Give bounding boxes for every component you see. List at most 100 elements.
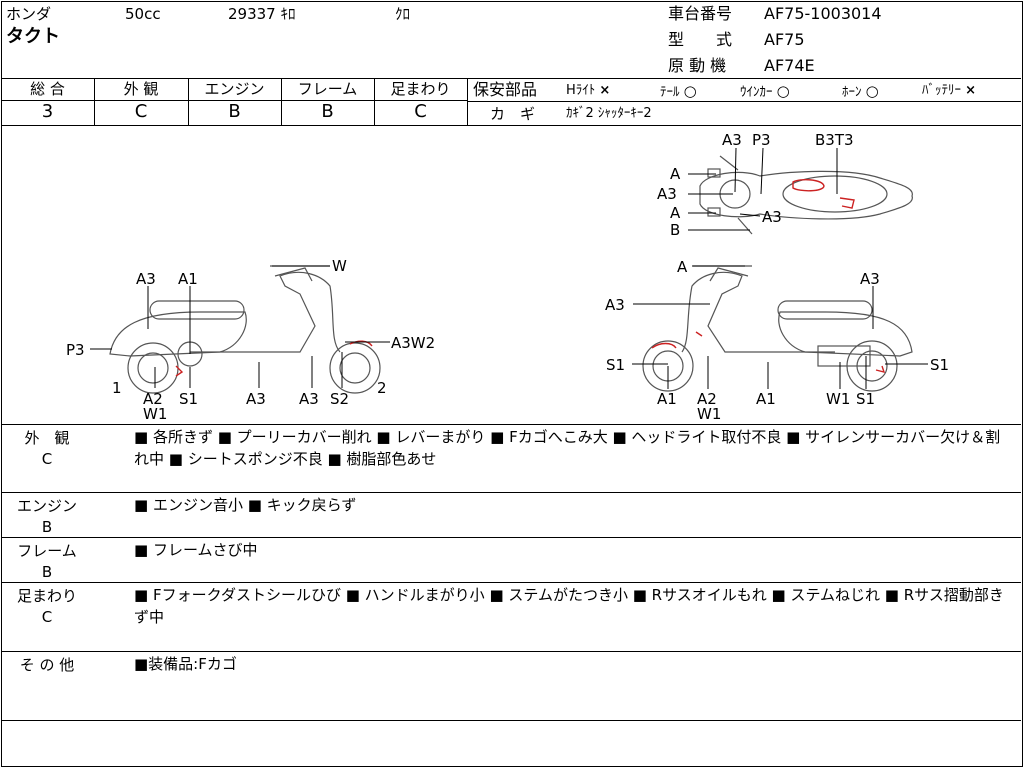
safety-item-name: ﾎｰﾝ	[842, 85, 862, 100]
label-left-w1: W1	[143, 405, 167, 423]
label-right-w1: W1	[826, 390, 850, 408]
label-right-a: A	[677, 258, 688, 276]
label-top-a1: A	[670, 165, 681, 183]
key-value: ｶｷﾞ2 ｼｬｯﾀｰｷｰ2	[566, 106, 652, 121]
safety-battery: ﾊﾞｯﾃﾘｰ ×	[922, 82, 976, 100]
safety-label: 保安部品	[473, 80, 538, 99]
rule	[1, 125, 1021, 126]
label-left-1: 1	[112, 379, 122, 397]
safety-taillight: ﾃｰﾙ ○	[660, 82, 697, 102]
note-suspension-grade: C	[41, 608, 53, 626]
safety-item-name: ﾃｰﾙ	[660, 85, 680, 100]
note-exterior-text: ■ 各所きず ■ プーリーカバー削れ ■ レバーまがり ■ Fカゴへこみ大 ■ …	[134, 428, 1001, 468]
label-left-s1: S1	[179, 390, 198, 408]
safety-item-mark: ○	[683, 82, 697, 100]
type-value: AF75	[764, 30, 805, 49]
maker: ホンダ	[6, 5, 52, 23]
label-right-a3-left: A3	[605, 296, 625, 314]
note-suspension-text: ■ Fフォークダストシールひび ■ ハンドルまがり小 ■ ステムがたつき小 ■ …	[134, 586, 1004, 626]
engine-value: AF74E	[764, 56, 815, 75]
rule	[1, 100, 467, 101]
frame-no-label: 車台番号	[668, 4, 733, 23]
scooter-right-view	[642, 265, 913, 392]
label-top-p3: P3	[752, 131, 771, 149]
grade-suspension-label: 足まわり	[390, 80, 451, 98]
label-left-s2: S2	[330, 390, 349, 408]
rule	[1, 78, 1021, 79]
rule	[1, 492, 1021, 493]
note-other-text: ■装備品:Fカゴ	[134, 655, 237, 673]
rule	[467, 101, 1021, 102]
label-right-w1-front: W1	[697, 405, 721, 423]
leader-lines	[632, 265, 928, 389]
rule	[1, 582, 1021, 583]
label-top-a3-upper: A3	[722, 131, 742, 149]
rule	[188, 78, 189, 125]
label-right-s1-left: S1	[606, 356, 625, 374]
grade-overall-label: 総 合	[30, 80, 65, 98]
model-name: タクト	[6, 26, 60, 47]
note-engine-label: エンジン	[16, 497, 77, 515]
label-top-b: B	[670, 221, 680, 239]
rule	[1, 651, 1021, 652]
damage-mark	[651, 331, 886, 373]
label-left-a3w2: A3W2	[391, 334, 435, 352]
label-left-p3: P3	[66, 341, 85, 359]
rule	[1, 424, 1021, 425]
scooter-top-view	[699, 155, 913, 235]
note-frame-grade: B	[41, 563, 53, 581]
mileage: 29337 ｷﾛ	[228, 5, 296, 23]
grade-engine-value: B	[228, 101, 241, 122]
label-top-a3-right: A3	[762, 208, 782, 226]
engine-label: 原 動 機	[668, 56, 727, 75]
label-left-a1: A1	[178, 270, 198, 288]
label-top-a2: A	[670, 204, 681, 222]
note-suspension-label: 足まわり	[16, 587, 77, 605]
safety-horn: ﾎｰﾝ ○	[842, 82, 879, 102]
safety-headlight: Hﾗｲﾄ ×	[566, 82, 610, 100]
label-right-a3-upper: A3	[860, 270, 880, 288]
rule	[281, 78, 282, 125]
grade-overall-value: 3	[41, 101, 54, 122]
grade-frame-value: B	[321, 101, 334, 122]
damage-mark	[792, 178, 855, 209]
frame-no: AF75-1003014	[764, 4, 882, 23]
damage-diagram: A A3 A3 P3 B3T3 A A3 B W A3 A1 P3 A3W2 1…	[66, 131, 949, 423]
safety-item-mark: ○	[776, 82, 790, 100]
note-exterior-grade: C	[41, 450, 53, 468]
safety-item-mark: ×	[965, 83, 977, 98]
damage-mark	[175, 340, 373, 377]
note-other-label: そ の 他	[19, 656, 75, 674]
grade-frame-label: フレーム	[297, 80, 358, 98]
label-right-a2: A2	[697, 390, 717, 408]
note-exterior-label: 外 観	[24, 429, 70, 447]
safety-item-mark: ○	[865, 82, 879, 100]
label-left-w: W	[332, 257, 347, 275]
note-frame-label: フレーム	[17, 542, 77, 560]
safety-item-name: ｳｲﾝｶｰ	[740, 85, 773, 100]
rule	[374, 78, 375, 125]
grade-exterior-value: C	[134, 101, 148, 122]
safety-winker: ｳｲﾝｶｰ ○	[740, 82, 790, 102]
displacement: 50cc	[125, 5, 161, 23]
leader-lines	[688, 147, 838, 231]
safety-item-name: Hﾗｲﾄ	[566, 83, 596, 98]
label-top-a3-left: A3	[657, 185, 677, 203]
rule	[1, 537, 1021, 538]
label-left-a3-bottom: A3	[246, 390, 266, 408]
grade-suspension-value: C	[414, 101, 427, 122]
leader-lines	[90, 265, 390, 388]
note-engine-grade: B	[41, 518, 53, 536]
label-top-b3t3: B3T3	[815, 131, 854, 149]
safety-item-mark: ×	[599, 83, 611, 98]
label-right-a1-bottom: A1	[756, 390, 776, 408]
label-left-a3: A3	[136, 270, 156, 288]
color: ｸﾛ	[395, 5, 411, 23]
key-label: カ ギ	[490, 105, 536, 123]
note-engine-text: ■ エンジン音小 ■ キック戻らず	[134, 496, 357, 514]
grade-exterior-label: 外 観	[123, 80, 159, 98]
label-left-a3-bottom2: A3	[299, 390, 319, 408]
label-right-a1: A1	[657, 390, 677, 408]
grade-engine-label: エンジン	[204, 80, 265, 98]
